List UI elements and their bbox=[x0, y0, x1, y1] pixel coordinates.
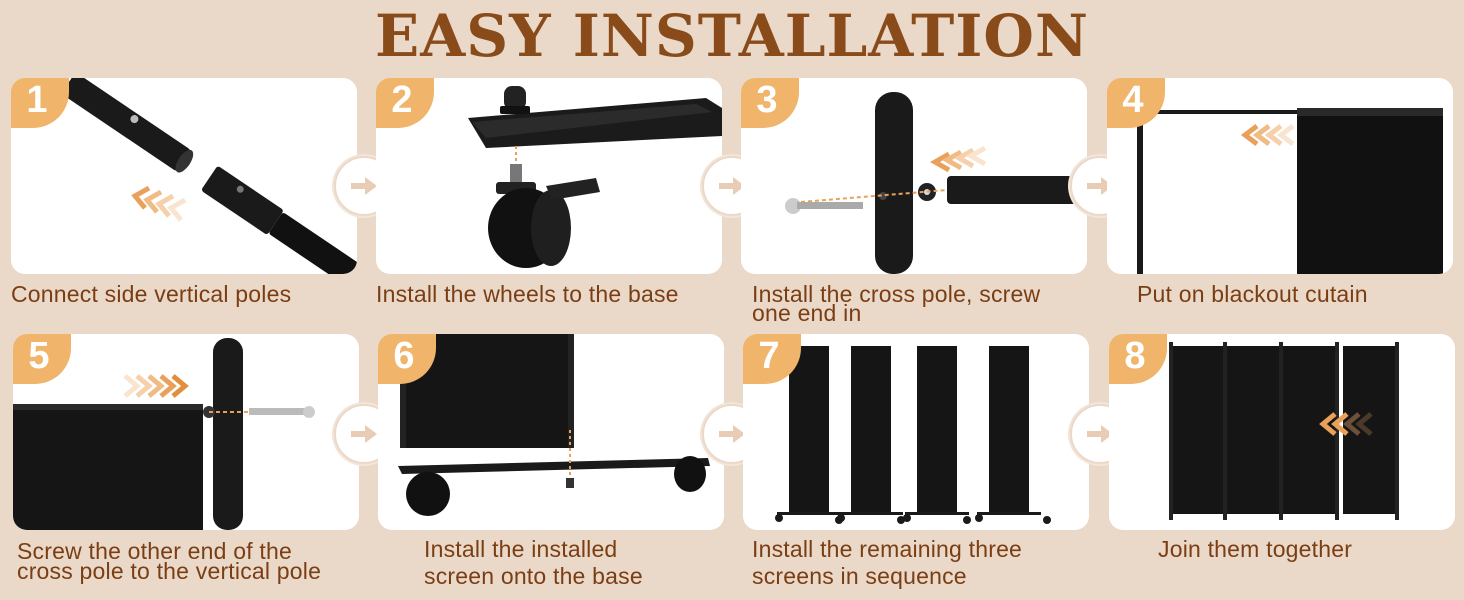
step-1-card: 1 bbox=[11, 78, 357, 274]
step-6-caption-line2: screen onto the base bbox=[424, 563, 643, 589]
page-title: EASY INSTALLATION bbox=[375, 2, 1089, 70]
step-5-illustration bbox=[13, 338, 315, 530]
step-4-illustration bbox=[1137, 98, 1443, 274]
step-5-caption-line1: Screw the other end of the bbox=[17, 538, 292, 564]
step-badge: 1 bbox=[11, 78, 69, 128]
step-6-illustration bbox=[398, 334, 710, 516]
step-7-illustration bbox=[775, 346, 1051, 524]
step-6-caption-line1: Install the installed bbox=[424, 536, 618, 562]
step-2-illustration bbox=[468, 86, 722, 268]
chevrons-icon bbox=[929, 145, 987, 173]
step-7-caption-line2: screens in sequence bbox=[752, 563, 967, 589]
step-1-illustration bbox=[62, 78, 357, 274]
step-badge: 2 bbox=[376, 78, 434, 128]
step-6-card: 6 bbox=[378, 334, 724, 530]
step-3-card: 3 bbox=[741, 78, 1087, 274]
step-8-caption: Join them together bbox=[1158, 536, 1353, 562]
step-4-caption: Put on blackout cutain bbox=[1137, 281, 1368, 307]
chevrons-icon bbox=[1240, 124, 1295, 146]
chevrons-icon bbox=[123, 374, 189, 398]
step-8-illustration bbox=[1169, 342, 1399, 520]
step-4-card: 4 bbox=[1107, 78, 1453, 274]
step-2-caption: Install the wheels to the base bbox=[376, 281, 679, 307]
step-8-card: 8 bbox=[1109, 334, 1455, 530]
chevrons-icon bbox=[131, 185, 187, 222]
step-3-caption-line1: Install the cross pole, screw bbox=[752, 281, 1041, 307]
step-badge: 5 bbox=[13, 334, 71, 384]
step-3-caption-line2: one end in bbox=[752, 300, 862, 326]
step-2-card: 2 bbox=[376, 78, 722, 274]
step-1-caption: Connect side vertical poles bbox=[11, 281, 292, 307]
step-3-illustration bbox=[785, 92, 1077, 274]
step-7-card: 7 bbox=[743, 334, 1089, 530]
chevrons-icon bbox=[1319, 412, 1373, 436]
step-5-caption-line2: cross pole to the vertical pole bbox=[17, 558, 322, 584]
step-7-caption-line1: Install the remaining three bbox=[752, 536, 1023, 562]
step-5-card: 5 bbox=[13, 334, 359, 530]
